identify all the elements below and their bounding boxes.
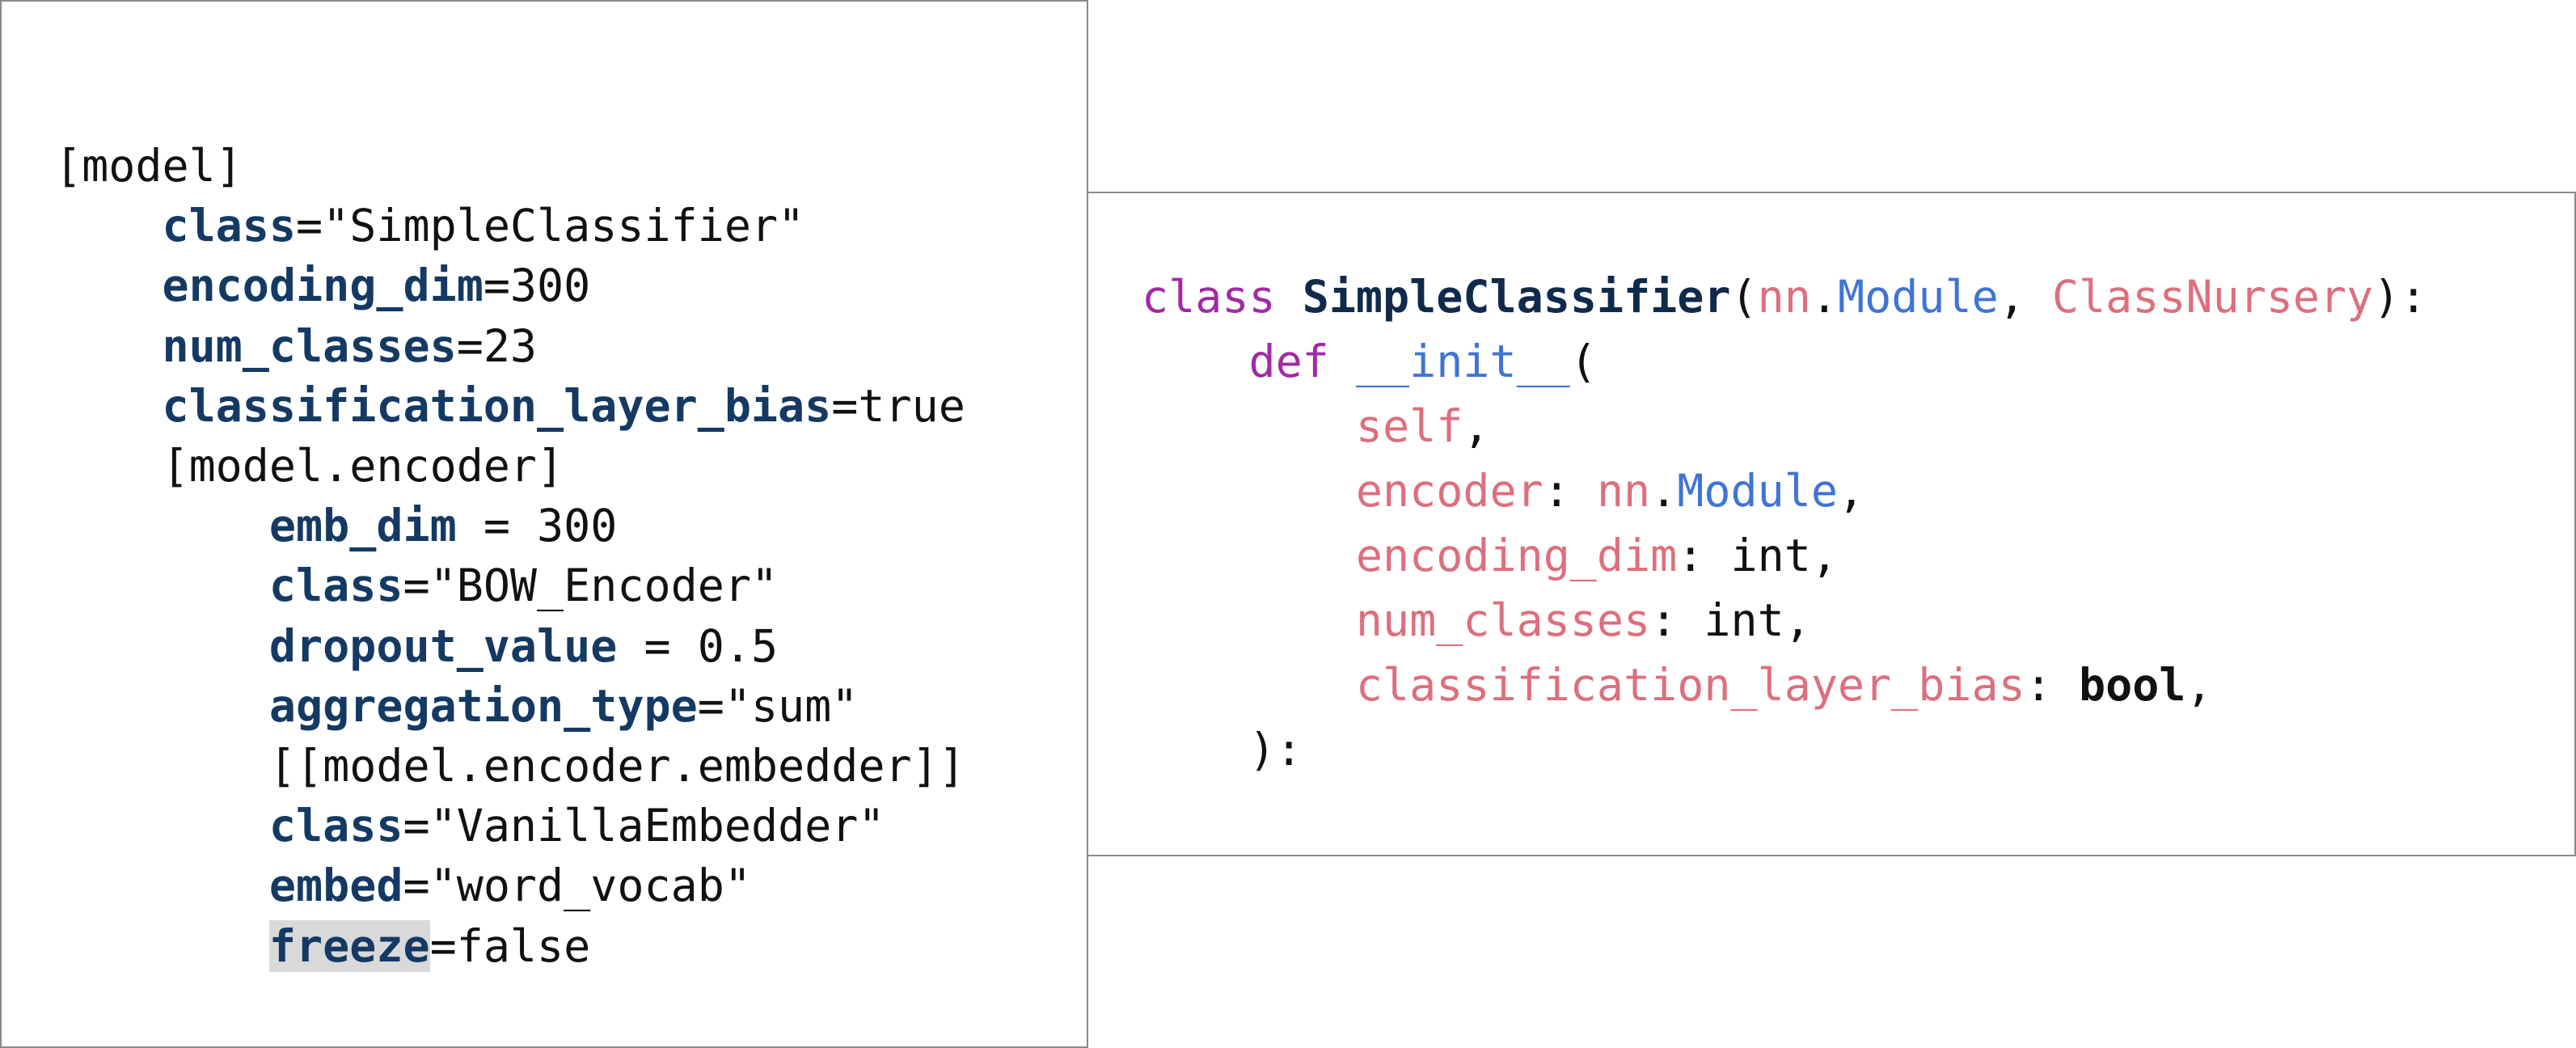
config-value: =true	[831, 379, 965, 432]
config-line: emb_dim = 300	[55, 496, 965, 556]
indent	[55, 380, 162, 432]
config-key: aggregation_type	[268, 679, 698, 732]
punctuation: ,	[2185, 659, 2213, 711]
python-code: class SimpleClassifier(nn.Module, ClassN…	[1142, 264, 2427, 782]
class-name: SimpleClassifier	[1302, 271, 1731, 323]
config-value: ="SimpleClassifier"	[296, 200, 805, 252]
punctuation: :	[1650, 594, 1704, 646]
indent	[55, 320, 162, 372]
config-key: class	[268, 560, 403, 612]
param-line: self,	[1142, 394, 2427, 458]
indent	[55, 680, 269, 732]
section-header: [model]	[55, 140, 243, 192]
indent	[55, 260, 162, 311]
function-name: __init__	[1355, 336, 1570, 387]
class-keyword: class	[1142, 271, 1276, 323]
param-type: int	[1730, 530, 1811, 581]
python-code-panel: class SimpleClassifier(nn.Module, ClassN…	[1087, 192, 2576, 856]
punctuation: ,	[1784, 594, 1811, 646]
config-value: ="BOW_Encoder"	[403, 560, 779, 612]
config-key: emb_dim	[268, 500, 457, 552]
def-keyword: def	[1248, 336, 1329, 387]
config-line: class="SimpleClassifier"	[55, 196, 965, 256]
config-line: aggregation_type="sum"	[55, 676, 965, 736]
config-line: dropout_value = 0.5	[55, 616, 965, 676]
config-code: [model] class="SimpleClassifier" encodin…	[55, 136, 965, 976]
config-value: =300	[483, 260, 591, 312]
def-line: def __init__(	[1142, 329, 2427, 394]
config-line: freeze=false	[55, 916, 965, 976]
indent	[55, 500, 269, 551]
type-module: nn	[1596, 465, 1651, 517]
indent	[55, 920, 269, 972]
config-key: embed	[268, 860, 403, 912]
punctuation: :	[1677, 530, 1731, 581]
punctuation: .	[1650, 465, 1678, 517]
param-name: encoder	[1355, 465, 1543, 517]
config-key: encoding_dim	[162, 260, 484, 312]
punctuation: ,	[1837, 465, 1865, 517]
param-line: encoder: nn.Module,	[1142, 458, 2427, 523]
punctuation: ,	[1810, 530, 1838, 581]
config-key: classification_layer_bias	[162, 379, 832, 432]
config-value: ="VanillaEmbedder"	[403, 800, 885, 852]
config-value: =false	[429, 919, 591, 972]
config-line: embed="word_vocab"	[55, 856, 965, 915]
config-line: class="BOW_Encoder"	[55, 556, 965, 615]
config-line: [model.encoder]	[55, 436, 965, 496]
indent	[55, 560, 269, 611]
highlighted-config-key: freeze	[268, 919, 430, 972]
punctuation: .	[1810, 271, 1838, 323]
config-line: classification_layer_bias=true	[55, 376, 965, 436]
param-type: bool	[2078, 659, 2186, 711]
base-class: ClassNursery	[2051, 271, 2374, 323]
param-name: classification_layer_bias	[1355, 659, 2025, 711]
indent	[55, 800, 269, 852]
punctuation: :	[2025, 659, 2079, 711]
section-header: [[model.encoder.embedder]]	[268, 740, 965, 792]
class-signature-line: class SimpleClassifier(nn.Module, ClassN…	[1142, 264, 2427, 329]
punctuation: ,	[1463, 400, 1490, 452]
section-header: [model.encoder]	[162, 440, 564, 492]
config-key: num_classes	[162, 319, 457, 372]
config-key: dropout_value	[268, 619, 618, 672]
type-attr: Module	[1677, 465, 1838, 517]
config-line: encoding_dim=300	[55, 256, 965, 315]
config-line: num_classes=23	[55, 316, 965, 376]
config-key: class	[268, 800, 403, 852]
param-type: int	[1704, 594, 1784, 646]
punctuation: :	[1543, 465, 1597, 517]
indent	[55, 440, 162, 492]
base-module: nn	[1757, 271, 1811, 323]
config-line: class="VanillaEmbedder"	[55, 796, 965, 856]
config-value: =23	[456, 319, 538, 372]
param-name: encoding_dim	[1355, 530, 1678, 581]
config-value: = 300	[456, 500, 618, 552]
punctuation: ):	[2373, 271, 2427, 323]
indent	[55, 860, 269, 911]
indent	[55, 620, 269, 672]
config-value: = 0.5	[617, 619, 779, 672]
config-value: ="sum"	[697, 679, 859, 732]
close-line: ):	[1142, 717, 2427, 782]
param-name: self	[1355, 400, 1463, 452]
param-line: encoding_dim: int,	[1142, 523, 2427, 588]
config-value: ="word_vocab"	[403, 860, 751, 912]
indent	[55, 740, 269, 792]
punctuation: ,	[1998, 271, 2052, 323]
param-line: num_classes: int,	[1142, 588, 2427, 653]
base-attr: Module	[1838, 271, 1999, 323]
punctuation: ):	[1248, 724, 1303, 775]
punctuation: (	[1730, 271, 1758, 323]
config-panel: [model] class="SimpleClassifier" encodin…	[0, 0, 1088, 1048]
config-key: class	[162, 200, 297, 252]
param-line: classification_layer_bias: bool,	[1142, 653, 2427, 717]
punctuation: (	[1569, 336, 1597, 387]
param-name: num_classes	[1355, 594, 1651, 646]
config-line: [[model.encoder.embedder]]	[55, 736, 965, 796]
config-line: [model]	[55, 136, 965, 196]
indent	[55, 200, 162, 251]
